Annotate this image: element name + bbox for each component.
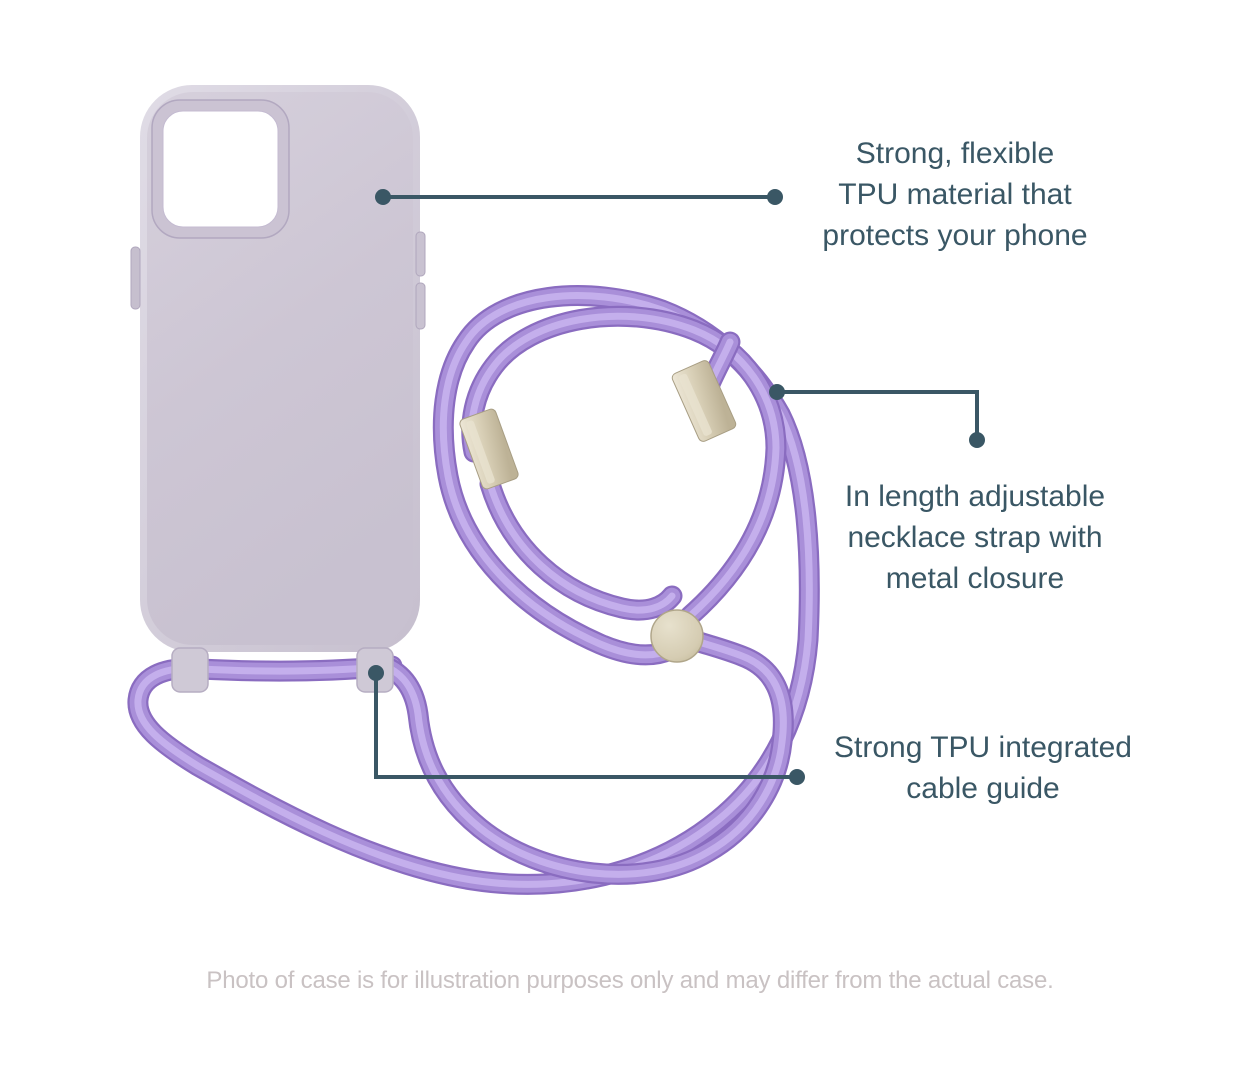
side-button-right-upper — [415, 231, 426, 277]
annotation-necklace-strap: In length adjustable necklace strap with… — [810, 476, 1140, 599]
metal-adjuster-disc — [650, 609, 704, 663]
side-button-right-lower — [415, 282, 426, 330]
cord-right-strand — [372, 641, 783, 874]
annotation-tpu-material: Strong, flexible TPU material that prote… — [790, 133, 1120, 256]
leader-lines — [368, 189, 985, 785]
annotation-line: Strong TPU integrated — [834, 731, 1132, 764]
annotation-line: In length adjustable — [844, 480, 1106, 513]
lavender-phone-case — [130, 85, 426, 652]
annotation-line: TPU material that — [838, 178, 1072, 211]
camera-cutout — [162, 110, 279, 228]
annotation-line: Strong, flexible — [855, 137, 1055, 170]
metal-end-cap-right — [671, 360, 737, 442]
leader-tpu-material — [375, 189, 783, 205]
annotation-line: protects your phone — [822, 219, 1088, 252]
annotation-line: necklace strap with — [847, 521, 1103, 554]
annotation-cable-guide: Strong TPU integrated cable guide — [818, 727, 1148, 809]
leader-necklace-strap — [769, 384, 985, 448]
metal-closure — [459, 360, 737, 663]
annotation-line: cable guide — [906, 772, 1060, 805]
disclaimer-text: Photo of case is for illustration purpos… — [206, 967, 1054, 994]
cable-guide-tab-left — [171, 647, 209, 693]
side-button-left — [130, 246, 141, 310]
metal-end-cap-left — [459, 408, 519, 490]
annotation-line: metal closure — [885, 562, 1065, 595]
leader-cable-guide — [368, 665, 805, 785]
